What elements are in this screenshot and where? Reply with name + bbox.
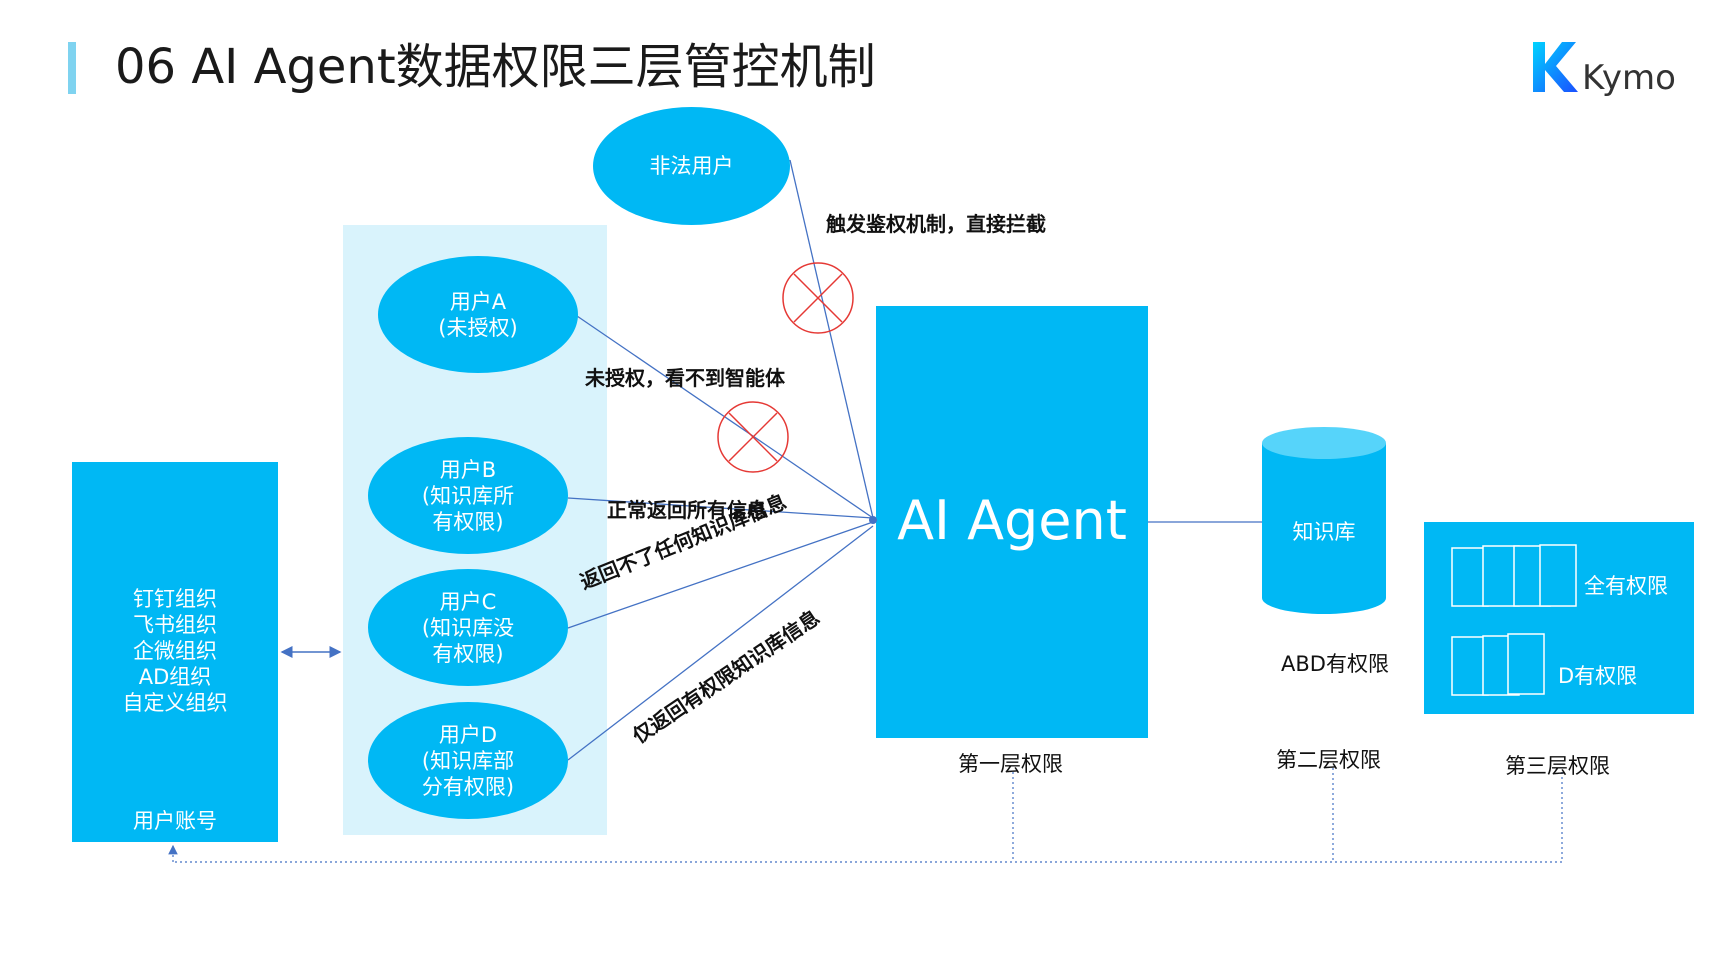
document-stack-icon xyxy=(1451,544,1577,607)
ai-agent-box xyxy=(876,306,1148,738)
org-box xyxy=(72,462,278,842)
block-cross-icon xyxy=(782,262,854,334)
user-d-name: 用户D xyxy=(438,722,498,747)
illegal-user-label: 非法用户 xyxy=(649,154,734,178)
user-c-desc: (知识库没 有权限) xyxy=(421,615,515,666)
illegal-user-node: 非法用户 xyxy=(593,107,790,225)
ai-agent-label: AI Agent xyxy=(897,489,1127,552)
layer-2-label: 第二层权限 xyxy=(1276,748,1381,772)
user-a-name: 用户A xyxy=(449,289,507,314)
user-a-desc: (未授权) xyxy=(438,315,518,340)
user-a-node: 用户A (未授权) xyxy=(378,256,578,373)
kb-permission-label: ABD有权限 xyxy=(1281,652,1389,676)
user-b-desc: (知识库所 有权限) xyxy=(421,483,515,534)
illegal-edge-label: 触发鉴权机制，直接拦截 xyxy=(826,212,1046,236)
org-custom: 自定义组织 xyxy=(122,691,228,715)
org-wecom: 企微组织 xyxy=(133,639,217,663)
doc-full-label: 全有权限 xyxy=(1584,574,1668,598)
user-c-name: 用户C xyxy=(439,589,497,614)
layer-3-label: 第三层权限 xyxy=(1505,754,1610,778)
doc-partial-label: D有权限 xyxy=(1558,664,1638,688)
layer-1-label: 第一层权限 xyxy=(958,752,1063,776)
user-d-node: 用户D (知识库部 分有权限) xyxy=(368,702,568,819)
page-title: 06 AI Agent数据权限三层管控机制 xyxy=(115,39,876,95)
logo-wordmark: Kymo xyxy=(1582,58,1676,98)
document-stack-icon xyxy=(1451,633,1545,696)
user-account-label: 用户账号 xyxy=(133,809,217,833)
database-icon xyxy=(1262,427,1386,614)
org-ad: AD组织 xyxy=(138,665,212,689)
user-b-node: 用户B (知识库所 有权限) xyxy=(368,437,568,554)
org-dingtalk: 钉钉组织 xyxy=(133,587,217,611)
user-b-name: 用户B xyxy=(439,457,497,482)
kb-label: 知识库 xyxy=(1292,520,1356,544)
edge-label-a: 未授权，看不到智能体 xyxy=(585,366,785,390)
user-c-node: 用户C (知识库没 有权限) xyxy=(368,569,568,686)
user-d-desc: (知识库部 分有权限) xyxy=(421,748,515,799)
block-cross-icon xyxy=(717,401,789,473)
title-accent-bar xyxy=(68,42,76,94)
edge-label-b: 正常返回所有信息 xyxy=(607,498,767,522)
org-feishu: 飞书组织 xyxy=(133,613,217,637)
org-list: 钉钉组织 飞书组织 企微组织 AD组织 自定义组织 xyxy=(72,586,278,716)
